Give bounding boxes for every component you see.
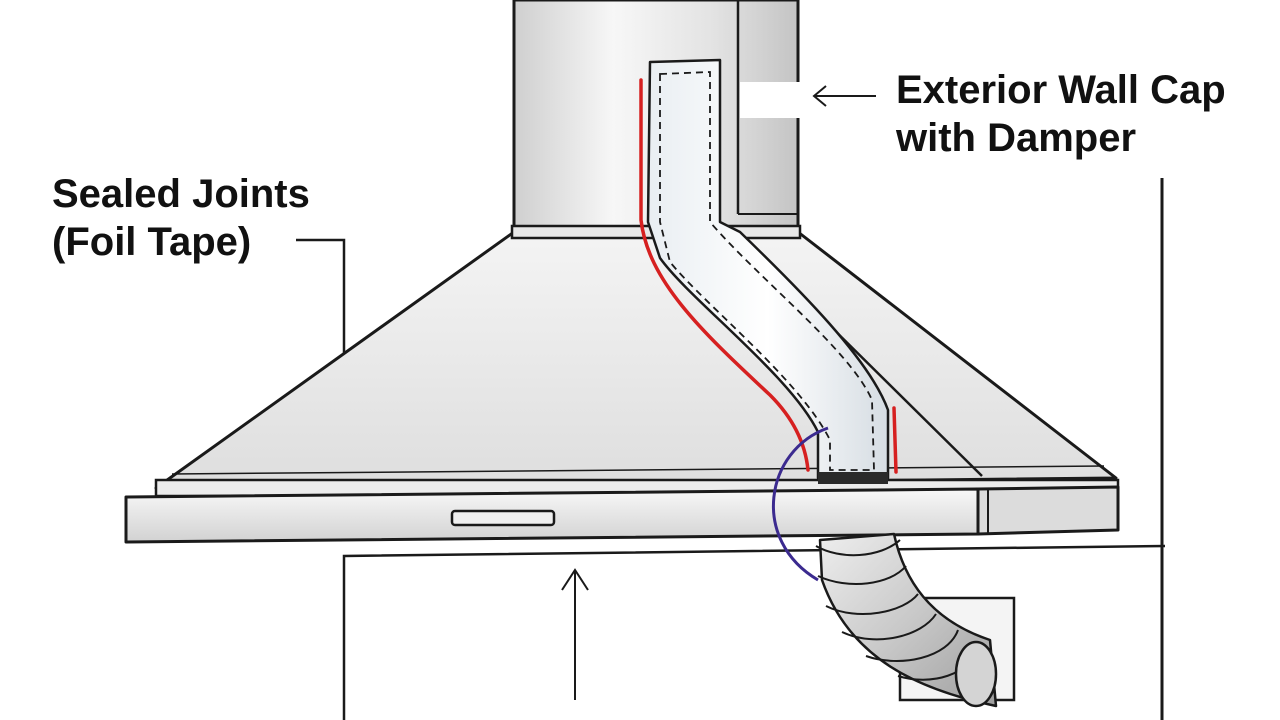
- joint-arc: [771, 426, 829, 582]
- wall-cap-leader-arrow: [812, 85, 876, 107]
- flexible-duct: [815, 532, 998, 708]
- wall-cap-tab: [740, 82, 830, 118]
- lower-cabinet: [342, 544, 1166, 720]
- wall-cap-line1: Exterior Wall Cap: [896, 68, 1226, 112]
- sealed-joints-line2: (Foil Tape): [52, 220, 252, 264]
- rigid-duct: [646, 58, 890, 484]
- foil-tape-markers: [639, 78, 898, 474]
- sealed-joints-leader: [296, 238, 346, 354]
- control-slot: [450, 509, 556, 527]
- wall-cap-label: Exterior Wall Cap with Damper: [896, 66, 1226, 162]
- wall-cap-line2: with Damper: [896, 116, 1137, 160]
- sealed-joints-line1: Sealed Joints: [52, 172, 310, 216]
- airflow-arrow: [561, 568, 589, 700]
- sealed-joints-label: Sealed Joints (Foil Tape): [52, 170, 310, 266]
- hood-rim: [124, 478, 1120, 544]
